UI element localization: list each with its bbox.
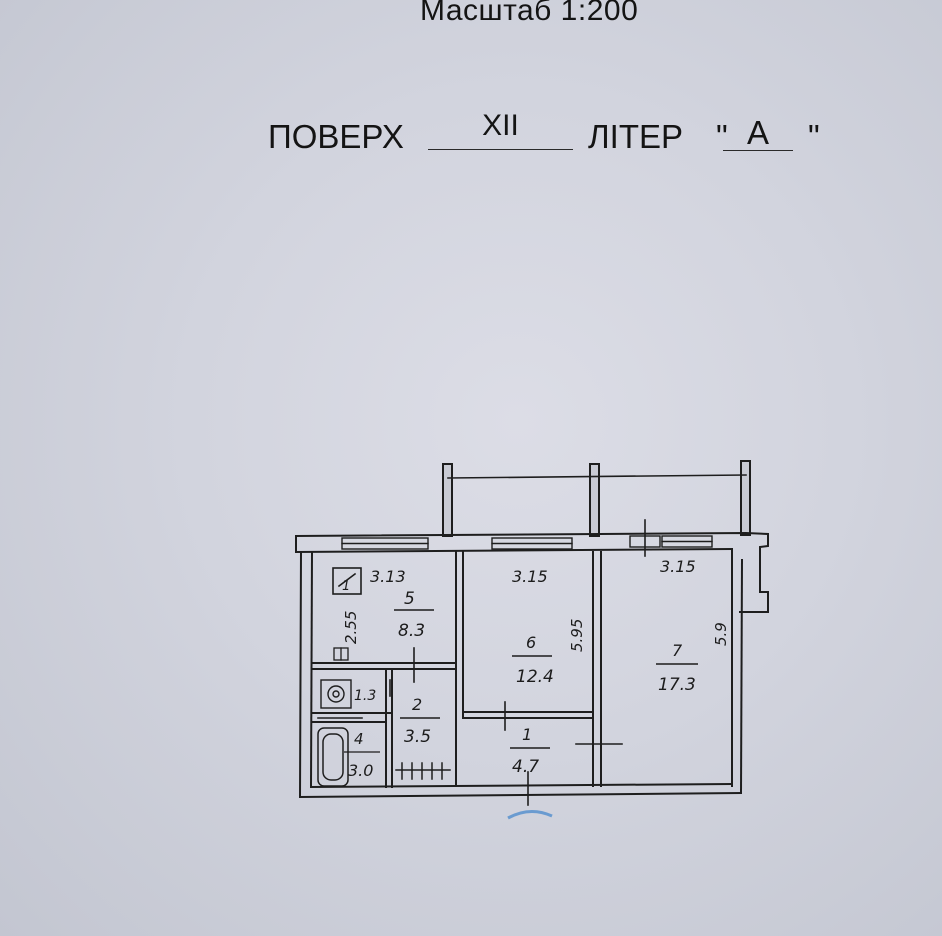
windows (341, 535, 713, 550)
floor-label: ПОВЕРХ (268, 118, 404, 155)
floor-value: XII (428, 109, 573, 150)
bathtub-icon (317, 727, 349, 787)
room-5-width: 3.13 (370, 567, 406, 586)
interior-walls (311, 551, 602, 788)
room-7-depth: 5.9 (712, 622, 730, 646)
exterior-walls (294, 531, 769, 799)
room-3-area: 1.3 (354, 688, 376, 704)
room-1-number: 1 (522, 725, 532, 744)
room-labels: 3.13 5 8.3 2.55 1 3.15 6 12.4 5.95 3.15 … (342, 557, 730, 780)
stove-icon (332, 567, 362, 595)
room-6-number: 6 (526, 633, 536, 652)
room-5-area: 8.3 (398, 621, 425, 641)
fixture-mark: 1 (342, 579, 350, 594)
room-4-area: 3.0 (348, 761, 373, 780)
room-7-area: 17.3 (658, 675, 696, 695)
room-7-number: 7 (672, 641, 683, 660)
room-6-width: 3.15 (512, 567, 548, 586)
room-5-number: 5 (404, 589, 415, 609)
room-4-number: 4 (354, 730, 364, 748)
scale-title: Масштаб 1:200 (420, 0, 639, 27)
room-2-number: 2 (412, 695, 422, 714)
letter-label: ЛІТЕР (588, 118, 684, 155)
sink-icon (320, 679, 352, 709)
letter-value: А (723, 114, 793, 151)
room-6-depth: 5.95 (568, 619, 586, 652)
letter-close-quote: " (808, 118, 820, 155)
hatch-marks (395, 762, 451, 780)
room-1-area: 4.7 (512, 757, 539, 777)
letter-open-quote: " (716, 118, 728, 155)
floor-letter-line: ПОВЕРХ XII ЛІТЕР " А " (268, 109, 848, 162)
door-marks (317, 519, 646, 806)
vent-icon (333, 647, 349, 661)
door-arc (507, 810, 553, 820)
room-5-depth: 2.55 (342, 611, 360, 644)
balcony (442, 460, 751, 537)
room-7-width: 3.15 (660, 557, 696, 576)
room-6-area: 12.4 (516, 667, 554, 687)
room-2-area: 3.5 (404, 727, 431, 747)
